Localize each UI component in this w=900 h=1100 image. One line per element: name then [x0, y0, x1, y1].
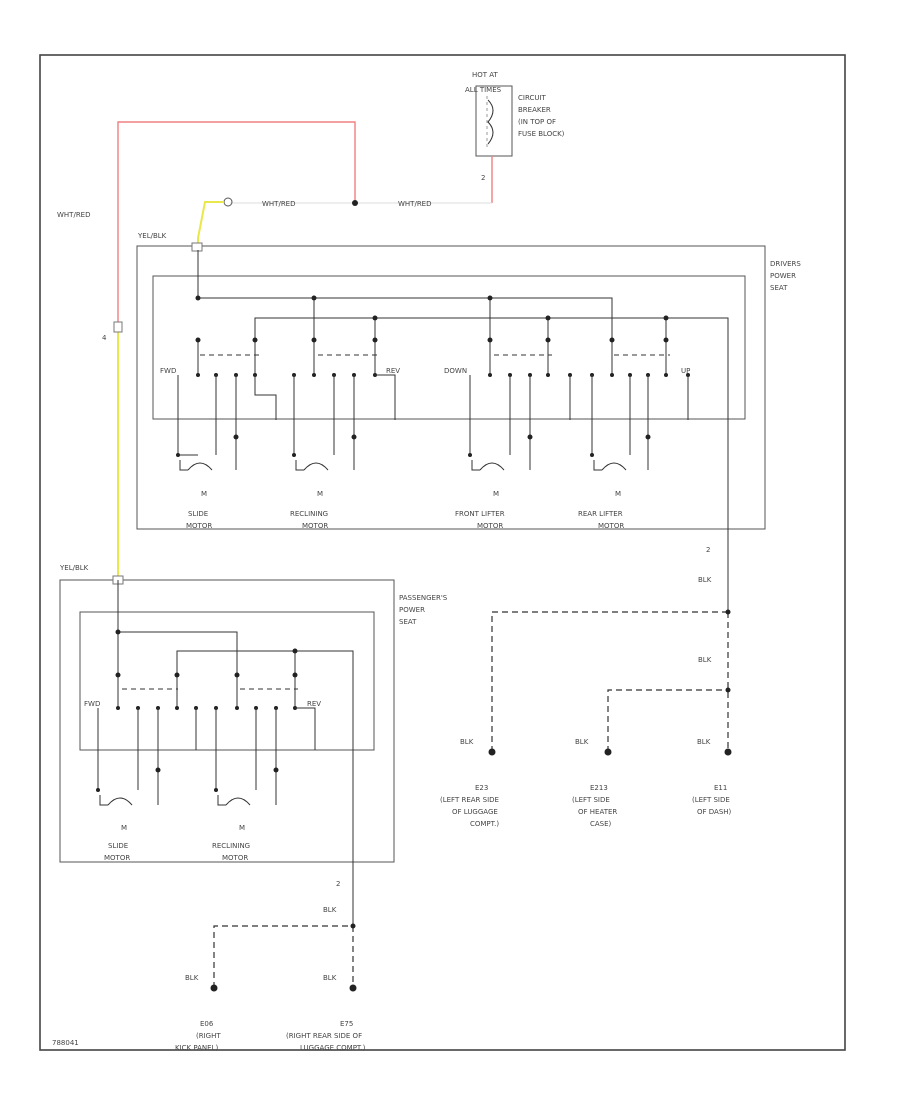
svg-text:UP: UP	[681, 367, 690, 375]
passenger-switch-reclining	[214, 672, 316, 805]
driver-motor-slide: M	[179, 460, 213, 498]
svg-text:E75: E75	[340, 1020, 353, 1028]
ground-point-e11: E11 (LEFT SIDE OF DASH)	[692, 784, 732, 816]
svg-text:MOTOR: MOTOR	[222, 854, 248, 862]
driver-motor-rear-lifter: M	[593, 460, 627, 498]
svg-text:BLK: BLK	[698, 656, 712, 664]
svg-text:DRIVERS: DRIVERS	[770, 260, 801, 268]
svg-text:E11: E11	[714, 784, 727, 792]
svg-text:M: M	[615, 490, 621, 498]
ground-point-e23: E23 (LEFT REAR SIDE OF LUGGAGE COMPT.)	[440, 784, 499, 828]
svg-text:CASE): CASE)	[590, 820, 612, 828]
svg-text:M: M	[201, 490, 207, 498]
svg-text:RECLINING: RECLINING	[290, 510, 328, 518]
ground-point-e75: E75 (RIGHT REAR SIDE OF LUGGAGE COMPT.)	[286, 1020, 366, 1052]
svg-text:SEAT: SEAT	[399, 618, 417, 626]
svg-text:BLK: BLK	[323, 906, 337, 914]
svg-text:REV: REV	[386, 367, 400, 375]
svg-text:CIRCUIT: CIRCUIT	[518, 94, 547, 102]
passenger-switch-slide	[96, 672, 198, 805]
svg-text:FWD: FWD	[84, 700, 100, 708]
svg-text:MOTOR: MOTOR	[477, 522, 503, 530]
yel-blk-driver-label: YEL/BLK	[137, 232, 167, 240]
svg-text:FUSE BLOCK): FUSE BLOCK)	[518, 130, 565, 138]
svg-text:BREAKER: BREAKER	[518, 106, 551, 114]
footer-code: 788041	[52, 1039, 79, 1047]
svg-text:MOTOR: MOTOR	[598, 522, 624, 530]
driver-switch-rear-lifter	[590, 337, 690, 470]
passenger-motor-slide: M	[99, 795, 133, 832]
svg-text:(RIGHT REAR SIDE OF: (RIGHT REAR SIDE OF	[286, 1032, 362, 1040]
svg-text:(LEFT SIDE: (LEFT SIDE	[572, 796, 610, 804]
passenger-motor-reclining: M	[217, 795, 251, 832]
hot-at-label: HOT AT	[472, 71, 499, 79]
svg-text:MOTOR: MOTOR	[186, 522, 212, 530]
svg-text:BLK: BLK	[323, 974, 337, 982]
driver-ground-wiring: BLK BLK BLK BLK BLK	[460, 420, 732, 756]
passenger-power-seat: PASSENGER'S POWER SEAT FWD REV	[59, 575, 448, 888]
svg-text:(LEFT SIDE: (LEFT SIDE	[692, 796, 730, 804]
svg-text:BLK: BLK	[697, 738, 711, 746]
diagram-frame	[39, 54, 846, 1051]
circuit-breaker: HOT AT ALL TIMES CIRCUIT BREAKER (IN TOP…	[465, 71, 565, 182]
wht-red-mid-label: WHT/RED	[262, 200, 296, 208]
yel-blk-passenger-label: YEL/BLK	[59, 564, 89, 572]
svg-text:RECLINING: RECLINING	[212, 842, 250, 850]
passenger-ground-wiring: BLK BLK BLK	[185, 860, 357, 992]
svg-text:E23: E23	[475, 784, 488, 792]
svg-text:BLK: BLK	[185, 974, 199, 982]
svg-text:REAR LIFTER: REAR LIFTER	[578, 510, 623, 518]
driver-power-seat: DRIVERS POWER SEAT	[136, 242, 801, 554]
all-times-label: ALL TIMES	[465, 86, 502, 94]
driver-switch-slide	[176, 337, 277, 470]
svg-text:E213: E213	[590, 784, 608, 792]
svg-text:REV: REV	[307, 700, 321, 708]
svg-text:LUGGAGE COMPT.): LUGGAGE COMPT.)	[300, 1044, 366, 1052]
svg-text:OF LUGGAGE: OF LUGGAGE	[452, 808, 498, 816]
svg-text:M: M	[121, 824, 127, 832]
svg-text:FRONT LIFTER: FRONT LIFTER	[455, 510, 505, 518]
svg-text:DOWN: DOWN	[444, 367, 467, 375]
svg-text:BLK: BLK	[575, 738, 589, 746]
svg-text:(LEFT REAR SIDE: (LEFT REAR SIDE	[440, 796, 499, 804]
driver-motor-reclining: M	[295, 460, 329, 498]
svg-text:POWER: POWER	[770, 272, 796, 280]
svg-text:OF HEATER: OF HEATER	[578, 808, 617, 816]
driver-switch-reclining	[292, 337, 396, 470]
svg-text:M: M	[493, 490, 499, 498]
wht-red-wiring: WHT/RED WHT/RED WHT/RED	[57, 121, 493, 330]
wht-red-right-label: WHT/RED	[398, 200, 432, 208]
svg-text:FWD: FWD	[160, 367, 176, 375]
svg-text:SEAT: SEAT	[770, 284, 788, 292]
svg-text:PASSENGER'S: PASSENGER'S	[399, 594, 448, 602]
svg-text:(RIGHT: (RIGHT	[196, 1032, 221, 1040]
svg-text:M: M	[317, 490, 323, 498]
ground-point-e06: E06 (RIGHT KICK PANEL)	[175, 1020, 221, 1052]
svg-text:SLIDE: SLIDE	[108, 842, 128, 850]
svg-text:COMPT.): COMPT.)	[470, 820, 499, 828]
svg-text:BLK: BLK	[698, 576, 712, 584]
svg-text:M: M	[239, 824, 245, 832]
svg-text:E06: E06	[200, 1020, 214, 1028]
svg-text:2: 2	[336, 880, 340, 888]
driver-switch-front-lifter	[468, 337, 572, 470]
svg-text:(IN TOP OF: (IN TOP OF	[518, 118, 556, 126]
svg-text:BLK: BLK	[460, 738, 474, 746]
svg-text:MOTOR: MOTOR	[104, 854, 130, 862]
svg-text:4: 4	[102, 334, 107, 342]
ground-point-e213: E213 (LEFT SIDE OF HEATER CASE)	[572, 784, 617, 828]
svg-text:2: 2	[706, 546, 710, 554]
svg-text:SLIDE: SLIDE	[188, 510, 208, 518]
svg-text:MOTOR: MOTOR	[302, 522, 328, 530]
wht-red-left-label: WHT/RED	[57, 211, 91, 219]
svg-text:POWER: POWER	[399, 606, 425, 614]
svg-text:KICK PANEL): KICK PANEL)	[175, 1044, 218, 1052]
driver-motor-front-lifter: M	[471, 460, 505, 498]
svg-text:2: 2	[481, 174, 485, 182]
svg-text:OF DASH): OF DASH)	[697, 808, 732, 816]
